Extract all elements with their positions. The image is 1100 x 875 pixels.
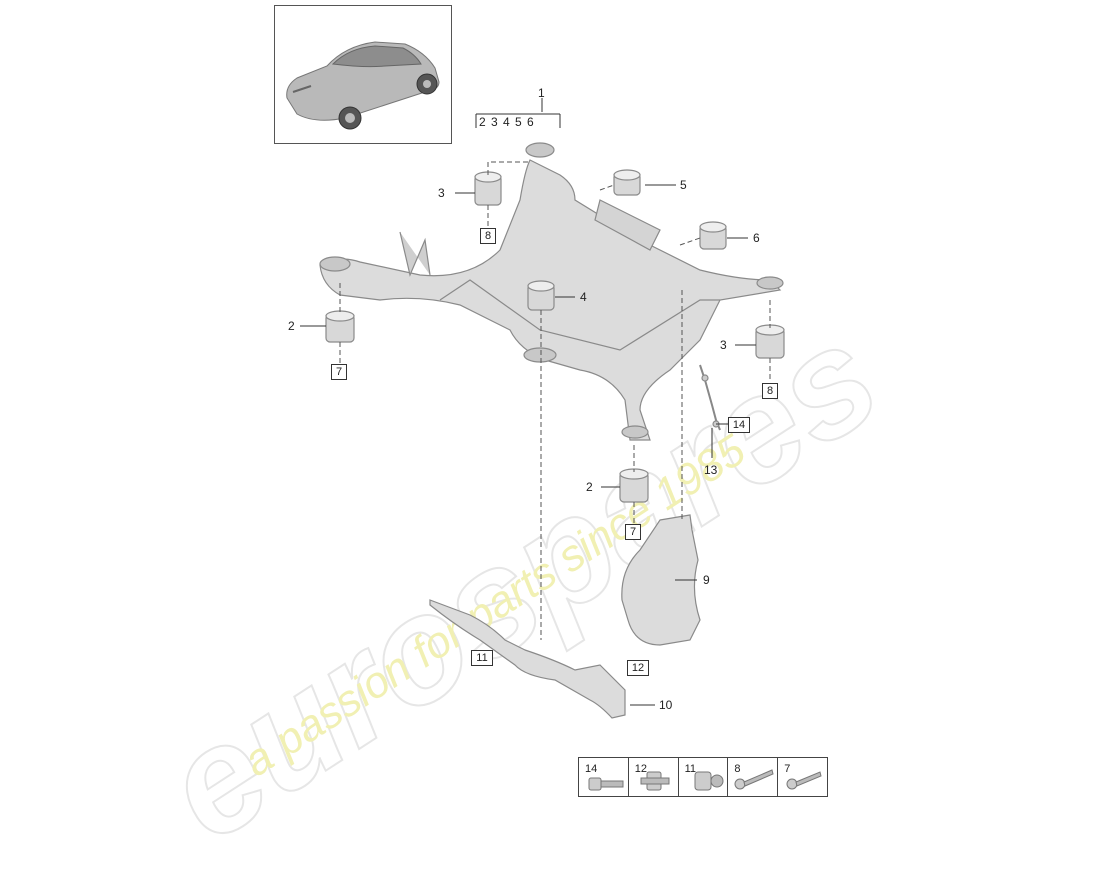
box-14: 14 [728,417,750,433]
vehicle-thumbnail [274,5,452,144]
nut-12-icon [640,771,670,791]
callout-3-right: 3 [720,338,727,352]
bushing-2-left [325,310,355,343]
box-11: 11 [471,650,493,666]
bushing-6 [699,221,727,250]
underbody-shield-10 [429,599,626,719]
callout-group: 2 3 4 5 6 [479,115,535,129]
callout-3-left: 3 [438,186,445,200]
legend-num-8: 8 [734,763,741,775]
box-8-left: 8 [480,228,496,244]
box-12: 12 [627,660,649,676]
sensor-bracket-13 [699,364,721,431]
car-icon [286,41,440,130]
callout-10: 10 [659,698,673,712]
callout-1: 1 [538,86,545,100]
bushing-3-right [755,324,785,359]
callout-4: 4 [580,290,587,304]
box-8-right: 8 [762,383,778,399]
parts-diagram: eurospares a passion for parts since 198… [135,5,907,874]
legend-cell-11: 11 [679,758,729,796]
fastener-legend: 14 12 11 8 [578,757,828,797]
callout-2-left: 2 [288,319,295,333]
legend-num-14: 14 [585,763,598,775]
nut-11-icon [694,771,724,791]
legend-cell-8: 8 [728,758,779,796]
bolt-8-icon [734,769,774,790]
bushing-3-left [474,171,502,206]
heat-shield-9 [621,514,701,646]
bushing-4 [527,280,555,311]
legend-cell-12: 12 [629,758,679,796]
box-7-left: 7 [331,364,347,380]
box-7-right: 7 [625,524,641,540]
legend-cell-7: 7 [778,758,827,796]
legend-num-7: 7 [784,763,791,775]
legend-num-12: 12 [634,763,648,775]
bolt-7-icon [786,771,822,790]
callout-5: 5 [680,178,687,192]
callout-2-right: 2 [586,480,593,494]
bushing-5 [613,169,641,196]
callout-13: 13 [704,463,718,477]
bolt-14-icon [588,777,624,791]
legend-cell-14: 14 [579,758,629,796]
callout-6: 6 [753,231,760,245]
callout-9: 9 [703,573,710,587]
bushing-2-right [619,468,649,503]
legend-num-11: 11 [684,763,697,775]
subframe-illustration [300,98,785,719]
